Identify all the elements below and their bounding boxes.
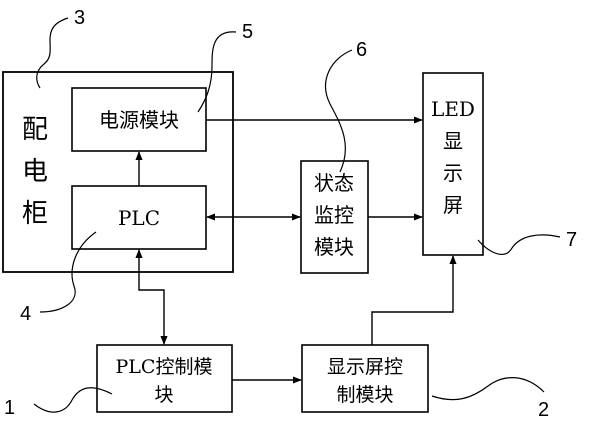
status-module-line-1: 状态 (314, 171, 354, 195)
arrow-plc-control-link (135, 249, 168, 345)
status-module-line-2: 监控 (314, 203, 354, 227)
display-control-line-1: 显示屏控 (327, 356, 403, 378)
led-label-line-2: 显 (443, 129, 463, 153)
status-module-line-3: 模块 (314, 235, 354, 259)
callout-number-6: 6 (356, 39, 367, 61)
callout-number-2: 2 (538, 399, 549, 421)
leader-3 (36, 17, 69, 89)
callout-number-7: 7 (566, 229, 577, 251)
led-display-screen: LED 显 示 屏 (422, 72, 484, 256)
callout-number-3: 3 (74, 7, 85, 29)
plc-box: PLC (71, 185, 207, 250)
plc-control-line-2: 块 (154, 384, 173, 406)
status-monitor-module: 状态 监控 模块 (300, 160, 369, 274)
plc-control-module: PLC控制模 块 (96, 344, 233, 413)
led-label-line-4: 屏 (443, 193, 463, 217)
callout-number-4: 4 (20, 303, 31, 325)
display-control-module: 显示屏控 制模块 (301, 344, 429, 413)
leader-6 (325, 49, 353, 173)
connections (135, 116, 457, 384)
arrow-display-control-to-led (371, 255, 457, 345)
display-control-line-2: 制模块 (336, 384, 393, 406)
led-label-line-1: LED (431, 97, 475, 121)
callout-number-5: 5 (242, 21, 253, 43)
leader-7 (477, 234, 561, 255)
plc-label: PLC (118, 206, 160, 230)
leader-5 (197, 31, 237, 113)
leader-1 (33, 387, 113, 413)
cabinet-label-char-1: 配 (22, 115, 48, 145)
leader-2 (431, 377, 545, 401)
cabinet-label-char-2: 电 (22, 157, 48, 187)
distribution-cabinet: 配 电 柜 (2, 71, 234, 273)
plc-control-line-1: PLC控制模 (116, 356, 213, 378)
power-module-label: 电源模块 (99, 108, 179, 132)
cabinet-label-char-3: 柜 (22, 199, 48, 229)
callout-number-1: 1 (4, 397, 15, 419)
leader-4 (39, 231, 97, 313)
power-module: 电源模块 (71, 87, 207, 152)
led-label-line-3: 示 (443, 161, 463, 185)
leader-lines (33, 17, 561, 413)
callout-numbers: 3 5 6 7 4 1 2 (4, 7, 577, 421)
